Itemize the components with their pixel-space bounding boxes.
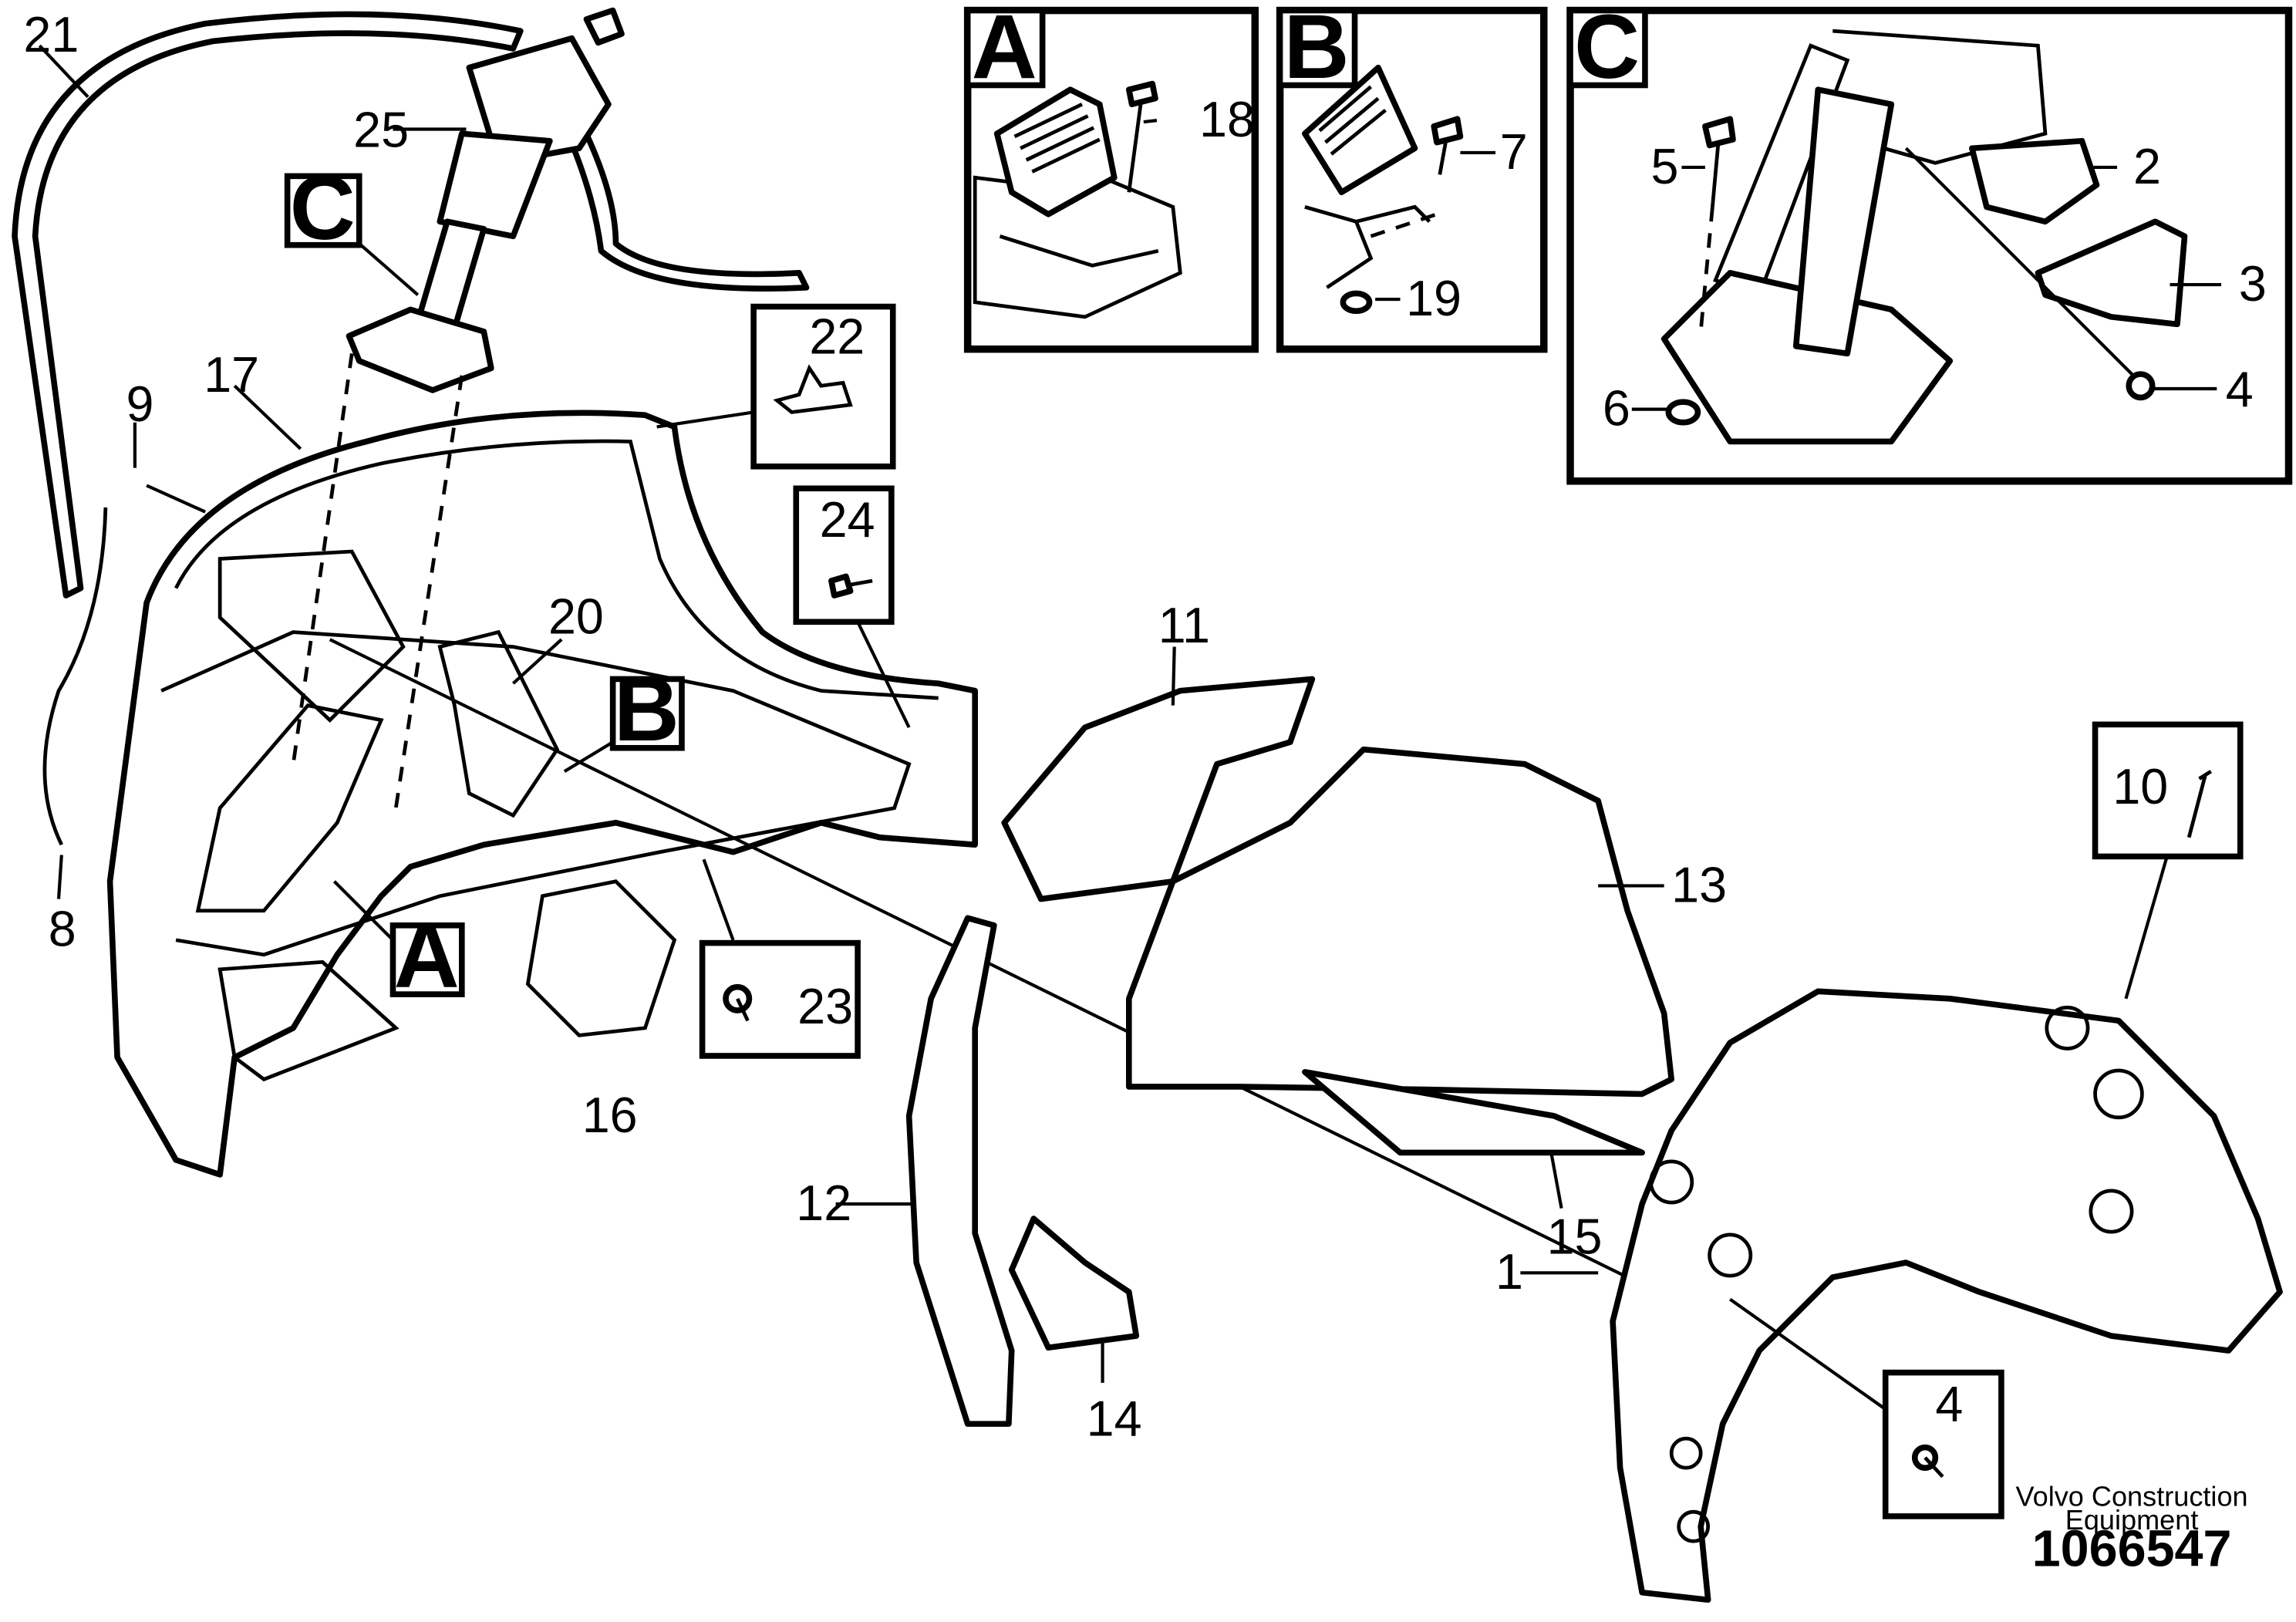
callout-9: 9 <box>126 376 153 432</box>
callout-box-22 <box>750 303 896 470</box>
callout-23: 23 <box>797 978 853 1034</box>
callout-6: 6 <box>1603 380 1630 437</box>
boot-2 <box>1969 137 2100 225</box>
detail-tag-c-main: C <box>284 157 420 296</box>
panel-14 <box>1008 1216 1140 1351</box>
detail-letter-c: C <box>1574 0 1640 97</box>
callout-22: 22 <box>809 308 865 364</box>
callout-11: 11 <box>1158 597 1210 653</box>
bolt-18-head <box>1125 80 1158 108</box>
detail-a: A <box>963 0 1259 353</box>
cable-8 <box>42 507 108 846</box>
callout-4-box: 4 <box>1935 1375 1963 1431</box>
hose-21 <box>12 11 524 599</box>
screw-4-c <box>2126 371 2156 401</box>
callout-4: 4 <box>2226 361 2254 417</box>
maker-line1: Volvo Construction <box>2016 1481 2248 1512</box>
column-base-plate <box>1660 270 1954 445</box>
callout-14: 14 <box>1087 1390 1142 1446</box>
callout-box-10 <box>2092 721 2244 860</box>
callout-box-24 <box>793 485 895 626</box>
bolt-5-head <box>1702 116 1736 149</box>
pedal-a-main <box>195 703 384 913</box>
callout-18: 18 <box>1199 91 1255 147</box>
callout-19: 19 <box>1406 270 1462 326</box>
callout-10: 10 <box>2112 758 2168 814</box>
column-tube <box>1792 86 1895 357</box>
callout-5: 5 <box>1651 138 1679 194</box>
svg-text:C: C <box>290 157 356 258</box>
nut-19 <box>1340 290 1373 315</box>
maker-line2: Equipment <box>2065 1504 2199 1536</box>
panel-13 <box>1125 746 1674 1098</box>
callout-2: 2 <box>2133 138 2161 194</box>
callout-12: 12 <box>796 1175 851 1231</box>
svg-text:A: A <box>394 905 460 1007</box>
callout-3: 3 <box>2239 255 2267 312</box>
bracket-upper <box>217 549 406 723</box>
cab-shell-17 <box>106 410 978 1178</box>
valve-16 <box>525 879 677 1037</box>
hose-upper <box>561 116 810 292</box>
callout-13: 13 <box>1671 856 1727 912</box>
callout-21: 21 <box>23 6 79 62</box>
callout-1: 1 <box>1495 1243 1523 1300</box>
detail-c: C <box>1566 0 2293 485</box>
panel-11 <box>1001 676 1316 902</box>
column-cover-25 <box>437 130 553 240</box>
panel-15 <box>1302 1069 1645 1156</box>
detail-letter-a: A <box>972 0 1037 97</box>
callout-20: 20 <box>548 588 604 644</box>
callout-8: 8 <box>49 900 76 956</box>
detail-tag-b-main: B <box>563 658 685 773</box>
callout-7: 7 <box>1500 123 1528 180</box>
callout-15: 15 <box>1547 1209 1603 1265</box>
document-number: 1066547 <box>2032 1521 2232 1578</box>
callout-25: 25 <box>353 101 409 157</box>
callout-box-23 <box>699 939 861 1059</box>
bolt-7-head <box>1431 116 1464 146</box>
detail-letter-b: B <box>1284 0 1350 97</box>
floor-plate <box>217 959 400 1082</box>
pedal-20 <box>437 629 560 818</box>
detail-tag-a-main: A <box>332 880 465 1007</box>
callout-17: 17 <box>204 346 259 403</box>
pedal-a <box>993 86 1118 218</box>
clamp-3 <box>2035 218 2188 328</box>
column-flange <box>346 306 494 393</box>
panel-12 <box>905 915 1015 1427</box>
callout-24: 24 <box>820 491 875 548</box>
svg-text:B: B <box>614 658 679 760</box>
side-shell-1 <box>1610 988 2283 1603</box>
detail-b: B <box>1276 0 1548 353</box>
callout-16: 16 <box>582 1087 638 1143</box>
callout-box-4b <box>1882 1369 2004 1519</box>
nut-6 <box>1665 399 1701 426</box>
column-knob <box>583 7 625 46</box>
